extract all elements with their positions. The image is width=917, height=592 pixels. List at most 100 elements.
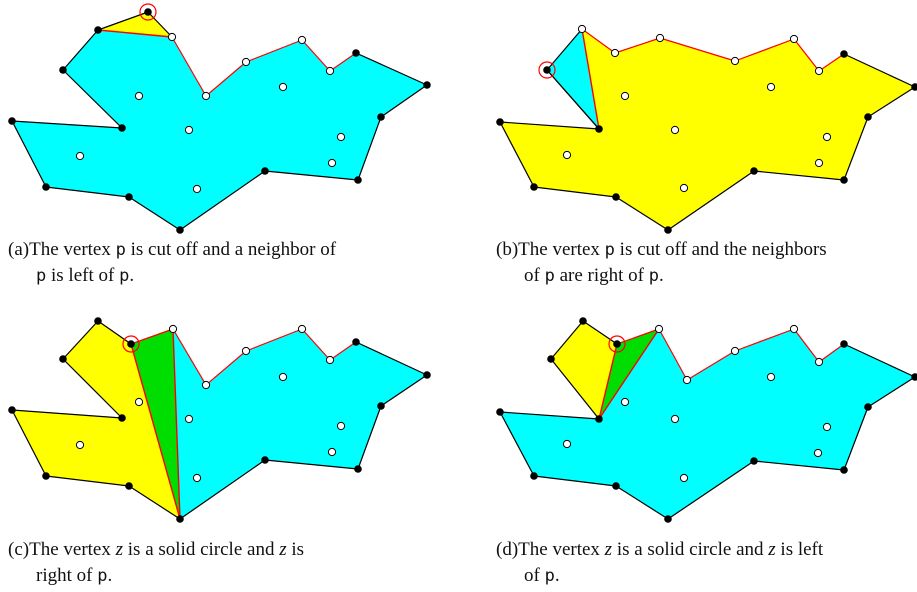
interior-hollow-vertex bbox=[75, 151, 85, 161]
highlight-p-ring bbox=[122, 335, 140, 353]
polygon-edge bbox=[62, 320, 99, 360]
polygon-edge bbox=[45, 475, 130, 487]
hollow-vertex bbox=[241, 346, 251, 356]
interior-hollow-vertex bbox=[822, 132, 832, 142]
red-chain-edge bbox=[734, 328, 795, 352]
solid-vertex bbox=[423, 371, 431, 379]
hollow-vertex bbox=[167, 32, 177, 42]
interior-hollow-vertex bbox=[327, 447, 337, 457]
red-chain-edge bbox=[329, 341, 357, 361]
solid-vertex bbox=[377, 113, 385, 121]
solid-vertex bbox=[127, 340, 135, 348]
solid-vertex bbox=[352, 49, 360, 57]
polygon-edge bbox=[45, 186, 130, 198]
solid-vertex bbox=[911, 373, 917, 381]
polygon-edge bbox=[147, 11, 173, 38]
polygon-edge bbox=[11, 120, 123, 129]
hollow-vertex bbox=[682, 375, 692, 385]
polygon-edge bbox=[128, 196, 181, 231]
caption-b-line-2: of p are right of p. bbox=[524, 265, 664, 286]
caption-segment: are right of bbox=[555, 265, 649, 286]
hollow-vertex bbox=[201, 380, 211, 390]
caption-segment: p bbox=[36, 266, 46, 286]
polygon-edge bbox=[62, 358, 123, 419]
solid-vertex bbox=[176, 226, 184, 234]
caption-segment: p bbox=[545, 566, 555, 586]
solid-vertex bbox=[118, 124, 126, 132]
solid-vertex bbox=[530, 183, 538, 191]
solid-vertex bbox=[354, 465, 362, 473]
interior-hollow-vertex bbox=[278, 372, 288, 382]
polygon-edge bbox=[533, 475, 617, 487]
red-chain-edge bbox=[171, 36, 207, 97]
hollow-vertex bbox=[789, 324, 799, 334]
polygon-edge bbox=[843, 406, 869, 471]
caption-segment: z bbox=[767, 539, 776, 560]
caption-segment: The vertex bbox=[29, 239, 116, 260]
caption-segment: z bbox=[604, 539, 613, 560]
polygon-edge bbox=[615, 196, 669, 231]
caption-segment: is a solid circle and bbox=[123, 539, 279, 560]
caption-c-line-2: right of p. bbox=[36, 565, 112, 586]
interior-hollow-vertex bbox=[336, 132, 346, 142]
interior-hollow-vertex bbox=[327, 158, 337, 168]
solid-vertex bbox=[840, 340, 848, 348]
solid-vertex bbox=[42, 472, 50, 480]
solid-vertex bbox=[750, 167, 758, 175]
interior-hollow-vertex bbox=[620, 91, 630, 101]
solid-vertex bbox=[911, 83, 917, 91]
solid-vertex bbox=[94, 317, 102, 325]
solid-vertex bbox=[864, 403, 872, 411]
polygon-edge bbox=[11, 120, 47, 188]
caption-segment: is left bbox=[776, 539, 824, 560]
solid-vertex bbox=[840, 176, 848, 184]
caption-d-line-2: of p. bbox=[524, 565, 560, 586]
polygon-edge bbox=[11, 409, 123, 419]
polygon-edge bbox=[264, 170, 359, 181]
solid-vertex bbox=[840, 50, 848, 58]
interior-hollow-vertex bbox=[766, 372, 776, 382]
caption-segment: . bbox=[555, 565, 560, 586]
red-chain-edge bbox=[818, 53, 845, 72]
polygon-edge bbox=[546, 69, 600, 130]
caption-d-line-1: (d)The vertex z is a solid circle and z … bbox=[496, 539, 824, 560]
polygon-edge bbox=[355, 52, 428, 86]
solid-vertex bbox=[423, 81, 431, 89]
polygon-edge bbox=[128, 485, 181, 520]
red-chain-edge bbox=[659, 37, 736, 62]
solid-vertex bbox=[59, 66, 67, 74]
solid-vertex bbox=[530, 472, 538, 480]
red-chain-edge bbox=[734, 38, 795, 62]
hollow-vertex bbox=[168, 324, 178, 334]
red-chain-edge bbox=[793, 328, 820, 363]
solid-vertex bbox=[125, 482, 133, 490]
polygon-edge bbox=[667, 170, 755, 231]
caption-segment: of bbox=[524, 565, 545, 586]
polygon-edge bbox=[615, 485, 669, 520]
interior-hollow-vertex bbox=[134, 91, 144, 101]
polygon-edge bbox=[582, 320, 618, 345]
solid-vertex bbox=[125, 193, 133, 201]
solid-vertex bbox=[543, 66, 551, 74]
cyan-region bbox=[12, 30, 427, 230]
solid-vertex bbox=[664, 515, 672, 523]
yellow-region bbox=[551, 321, 617, 419]
interior-hollow-vertex bbox=[813, 448, 823, 458]
solid-vertex bbox=[352, 338, 360, 346]
red-chain-edge bbox=[658, 328, 688, 381]
caption-segment: is cut off and the neighbors bbox=[615, 239, 827, 260]
caption-label: (c) bbox=[8, 539, 29, 560]
polygon-edge bbox=[843, 116, 869, 181]
polygon-edge bbox=[753, 460, 845, 471]
solid-vertex bbox=[176, 515, 184, 523]
interior-hollow-vertex bbox=[75, 440, 85, 450]
interior-hollow-vertex bbox=[336, 421, 346, 431]
polygon-edge bbox=[380, 374, 428, 407]
red-chain-edge bbox=[793, 38, 820, 72]
red-chain-edge bbox=[205, 350, 247, 386]
caption-segment: of bbox=[524, 265, 545, 286]
hollow-vertex bbox=[730, 346, 740, 356]
interior-hollow-vertex bbox=[184, 414, 194, 424]
solid-vertex bbox=[377, 402, 385, 410]
